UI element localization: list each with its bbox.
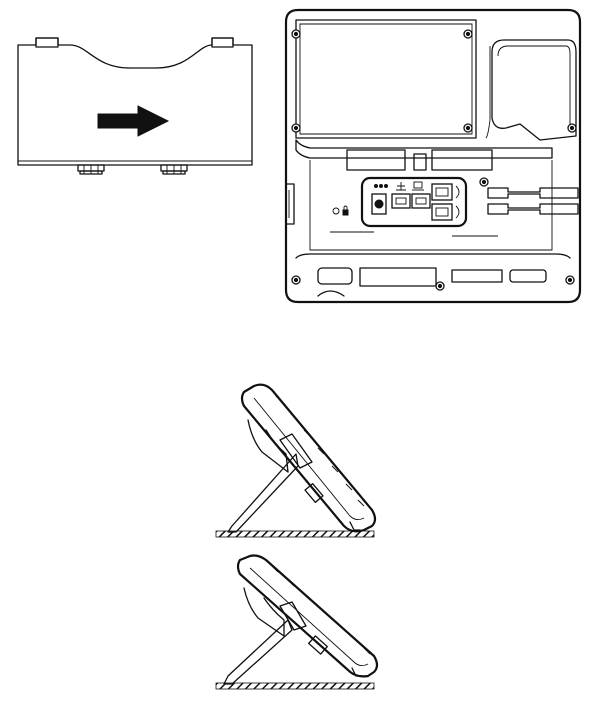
screw-icon: [565, 275, 575, 285]
side-slot: [285, 183, 295, 225]
internet-port: [391, 193, 411, 209]
handset-icon: [455, 205, 460, 219]
bottom-cutout-4: [509, 269, 547, 283]
screw-icon: [463, 29, 473, 39]
desk-surface: [215, 530, 375, 538]
screen-back-region: [295, 19, 477, 139]
stand-hinge: [279, 601, 307, 631]
phone-body-outline: [284, 8, 582, 304]
hook-bar: [295, 139, 553, 159]
stand-hinge: [279, 433, 313, 469]
stand-leg: [223, 619, 293, 685]
bottom-cutout-1: [317, 267, 353, 285]
wall-mount-slot-bottom: [487, 203, 579, 215]
side-view-high-angle: [215, 383, 377, 538]
hook-switch: [413, 153, 427, 171]
screw-icon: [291, 29, 301, 39]
screw-icon: [463, 123, 473, 133]
bottom-cutout-2: [359, 267, 437, 287]
hinge-clip-right: [160, 164, 188, 175]
arrow-right-icon: [97, 105, 170, 137]
network-icon: [396, 182, 406, 191]
foot-pad: [317, 290, 345, 297]
port-slot: [304, 483, 324, 503]
headset-port: [431, 203, 453, 221]
pc-port: [411, 193, 431, 209]
security-slot-icon: [332, 207, 340, 215]
port-panel: [360, 176, 468, 228]
stand-cover-outline: [17, 37, 253, 166]
desk-surface: [215, 682, 375, 690]
phone-side-body: [240, 383, 377, 533]
hinge-clip-left: [77, 164, 105, 175]
handset-profile: [243, 587, 285, 637]
bottom-cutout-3: [451, 269, 503, 283]
pc-icon: [413, 181, 423, 189]
screw-icon: [291, 123, 301, 133]
cover-tab-right: [211, 37, 234, 48]
port-slot: [308, 635, 328, 655]
lock-icon: [342, 209, 349, 216]
wall-mount-slot-top: [487, 187, 579, 199]
screw-icon: [435, 281, 445, 291]
side-view-low-angle: [215, 554, 379, 690]
handset-profile: [247, 419, 289, 473]
stand-cover-panel: [17, 37, 253, 175]
screw-icon: [291, 275, 301, 285]
cover-tab-left: [35, 37, 59, 48]
handset-port: [431, 183, 453, 201]
phone-back-panel: [284, 8, 582, 304]
headset-icon: [455, 185, 460, 199]
phone-side-body: [236, 554, 379, 678]
screw-icon: [479, 177, 489, 187]
handset-cradle: [491, 39, 577, 141]
screw-icon: [567, 123, 577, 133]
